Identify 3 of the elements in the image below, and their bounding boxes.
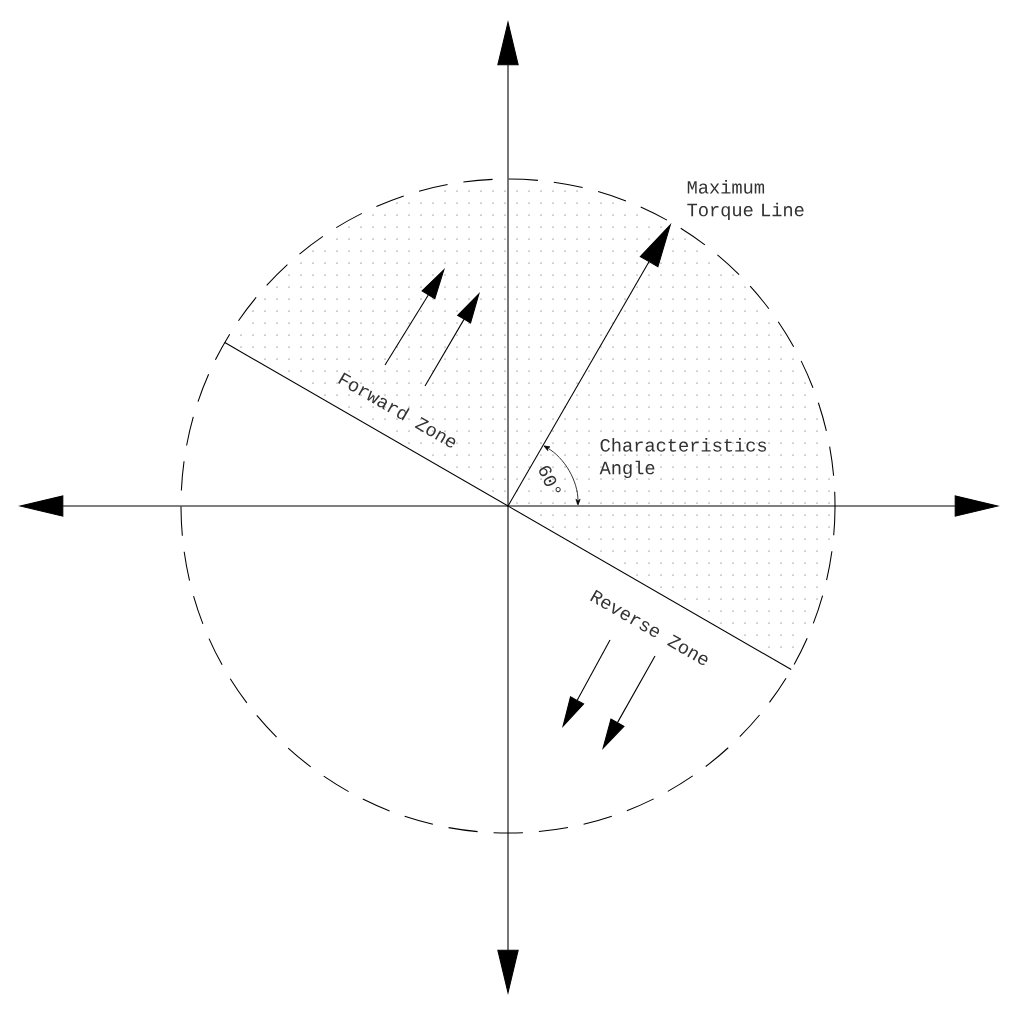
- label-text: Characteristics Angle: [599, 437, 767, 479]
- label-text: Maximum Torque Line: [687, 179, 804, 221]
- label-text: 60°: [539, 466, 561, 493]
